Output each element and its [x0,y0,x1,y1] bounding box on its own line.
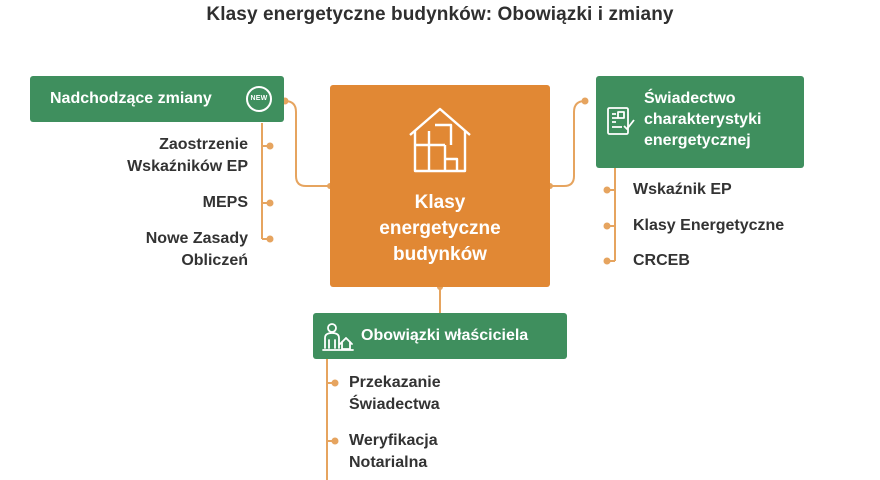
left-item-line: Zaostrzenie [159,136,248,153]
left-item: Zaostrzenie Wskaźników EP [60,134,248,178]
certificate-icon [607,107,635,135]
upcoming-changes-node: Nadchodzące zmiany NEW [30,76,284,122]
right-item: Klasy Energetyczne [633,217,785,234]
bottom-item-line: Weryfikacja [349,432,438,449]
left-item: Nowe Zasady Obliczeń [60,228,248,272]
diagram-title: Klasy energetyczne budynków: Obowiązki i… [206,4,674,25]
certificate-node: Świadectwo charakterystyki energetycznej [596,76,804,168]
upcoming-changes-heading: Nadchodzące zmiany [50,90,212,107]
center-label-line: budynków [393,244,487,265]
owner-duties-node: Obowiązki właściciela [313,313,567,359]
left-item-line: Obliczeń [181,252,248,269]
left-item-line: Wskaźników EP [127,158,248,175]
center-node: Klasy energetyczne budynków [330,85,550,287]
bottom-item: Weryfikacja Notarialna [349,430,549,474]
left-item-line: Nowe Zasady [145,230,248,247]
owner-duties-heading: Obowiązki właściciela [361,327,529,344]
house-icon [409,107,471,173]
owner-house-icon [322,323,354,351]
center-label: Klasy energetyczne budynków [330,190,550,268]
bottom-item-line: Przekazanie [349,374,441,391]
left-item-line: MEPS [202,194,248,211]
bottom-item-line: Świadectwa [349,396,440,413]
certificate-heading-line: Świadectwo [644,90,736,107]
certificate-heading: Świadectwo charakterystyki energetycznej [644,88,804,151]
certificate-heading-line: charakterystyki [644,111,762,128]
bottom-item: Przekazanie Świadectwa [349,372,549,416]
bottom-item-line: Notarialna [349,454,428,471]
center-label-line: Klasy [414,192,466,213]
certificate-heading-line: energetycznej [644,132,751,149]
right-item: Wskaźnik EP [633,181,732,198]
right-item: CRCEB [633,252,690,269]
left-item: MEPS [60,192,248,214]
center-label-line: energetyczne [379,218,501,239]
new-badge-icon: NEW [246,86,272,112]
